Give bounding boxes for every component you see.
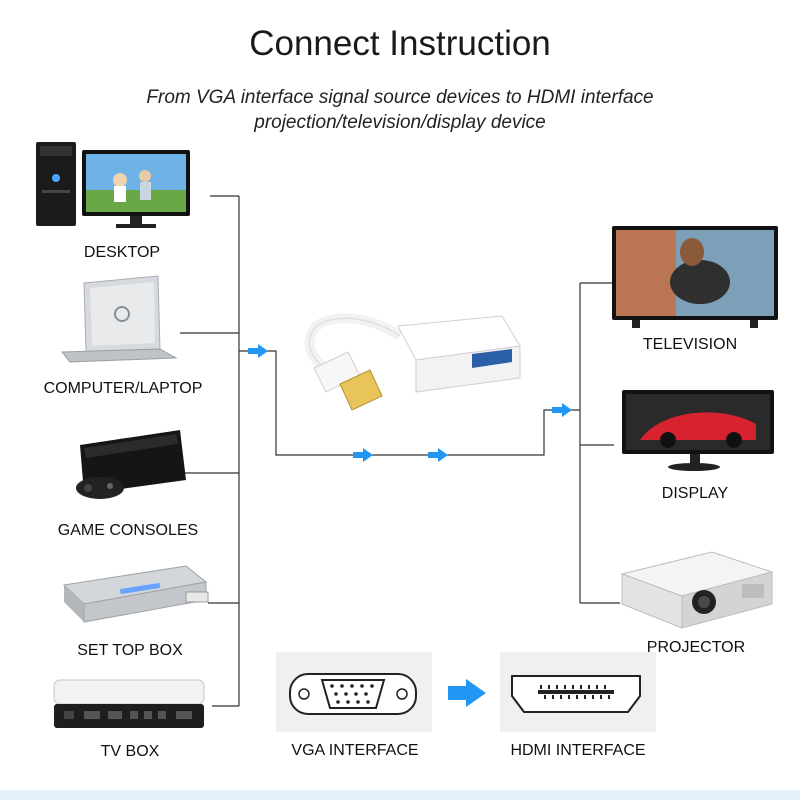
- flow-arrows: [248, 344, 572, 462]
- hdmi-port-icon: [500, 652, 656, 732]
- source-label-set-top-box: SET TOP BOX: [77, 642, 183, 659]
- projector-icon: [620, 551, 774, 629]
- source-label-game-consoles: GAME CONSOLES: [57, 522, 199, 539]
- source-label-desktop: DESKTOP: [83, 244, 161, 261]
- page-subtitle: From VGA interface signal source devices…: [0, 85, 800, 135]
- flow-arrow-icon: [248, 344, 268, 358]
- desktop-computer-icon: [36, 142, 190, 228]
- hdmi-interface-label: HDMI INTERFACE: [510, 742, 646, 759]
- interface-arrow-icon: [448, 679, 486, 707]
- flow-arrow-icon: [428, 448, 448, 462]
- output-label-television: TELEVISION: [642, 336, 738, 353]
- tv-box-icon: [53, 679, 205, 728]
- output-bus-lines: [579, 282, 620, 604]
- television-icon: [612, 226, 778, 328]
- source-label-laptop: COMPUTER/LAPTOP: [43, 380, 203, 397]
- source-label-tv-box: TV BOX: [100, 743, 160, 760]
- vga-interface-label: VGA INTERFACE: [291, 742, 419, 759]
- flow-arrow-icon: [552, 403, 572, 417]
- output-label-display: DISPLAY: [661, 485, 729, 502]
- display-monitor-icon: [622, 390, 774, 471]
- subtitle-line-2: projection/television/display device: [254, 112, 546, 133]
- bottom-strip: [0, 790, 800, 800]
- page-title: Connect Instruction: [249, 24, 551, 63]
- subtitle-line-1: From VGA interface signal source devices…: [146, 87, 654, 108]
- source-bus-lines: [180, 195, 580, 707]
- output-label-projector: PROJECTOR: [646, 639, 746, 656]
- game-console-icon: [76, 430, 186, 499]
- vga-port-icon: [276, 652, 432, 732]
- laptop-icon: [60, 275, 178, 363]
- flow-arrow-icon: [353, 448, 373, 462]
- set-top-box-icon: [62, 565, 209, 623]
- vga-to-hdmi-adapter-icon: [304, 313, 521, 411]
